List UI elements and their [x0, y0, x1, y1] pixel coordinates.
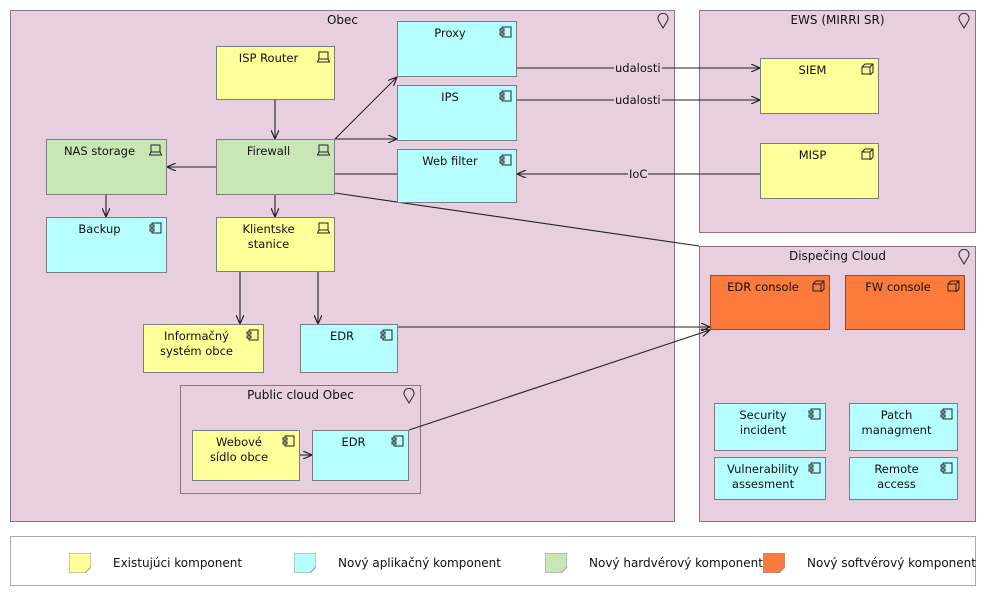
node-web-filter[interactable]: Web filter — [397, 149, 517, 203]
node-label: Klientske stanice — [242, 222, 295, 251]
edge-label-proxy-siem: udalosti — [614, 61, 662, 75]
node-isp-router[interactable]: ISP Router — [216, 46, 335, 100]
node-webove-sidlo[interactable]: Webové sídlo obce — [192, 430, 300, 481]
node-vulnerability-assesment[interactable]: Vulnerability assesment — [714, 457, 826, 500]
node-label: ISP Router — [238, 51, 299, 65]
node-label: Proxy — [434, 26, 466, 40]
node-edr-cloud[interactable]: EDR — [312, 430, 409, 481]
edge-firewall-dispecing — [334, 192, 700, 247]
edge-edrcloud-edrconsole — [408, 330, 710, 431]
node-label: Firewall — [246, 144, 291, 158]
legend-label: Nový aplikačný komponent — [338, 556, 501, 570]
edge-firewall-proxy — [334, 77, 397, 140]
legend-swatch-orange — [763, 553, 785, 573]
node-label: Patch managment — [861, 408, 932, 437]
node-label: EDR — [329, 329, 355, 343]
node-label: Security incident — [739, 408, 787, 437]
node-label: EDR — [341, 435, 366, 449]
component-icon — [940, 408, 953, 420]
node-label: Informačný systém obce — [160, 329, 233, 358]
node-label: FW console — [865, 280, 931, 294]
node-security-incident[interactable]: Security incident — [714, 403, 826, 451]
node-label: Remote access — [874, 462, 919, 491]
node-icon — [812, 280, 825, 292]
node-fw-console[interactable]: FW console — [845, 275, 965, 330]
node-proxy[interactable]: Proxy — [397, 21, 517, 77]
node-label: IPS — [441, 90, 459, 104]
component-icon — [499, 90, 512, 102]
location-pin-icon — [958, 13, 970, 29]
component-icon — [808, 408, 821, 420]
group-dispecing-title: Dispečing Cloud — [788, 249, 887, 263]
node-misp[interactable]: MISP — [760, 143, 879, 199]
device-icon — [317, 51, 330, 63]
component-icon — [940, 462, 953, 474]
legend-label: Existujúci komponent — [113, 556, 243, 570]
component-icon — [149, 222, 162, 234]
component-icon — [246, 329, 259, 341]
node-patch-managment[interactable]: Patch managment — [849, 403, 958, 451]
node-informacny-system[interactable]: Informačný systém obce — [143, 324, 264, 373]
location-pin-icon — [657, 13, 669, 29]
node-klientske-stanice[interactable]: Klientske stanice — [216, 217, 335, 272]
legend-swatch-yellow — [69, 553, 91, 573]
node-firewall[interactable]: Firewall — [216, 139, 335, 195]
node-label: Web filter — [422, 154, 478, 168]
device-icon — [149, 144, 162, 156]
node-label: MISP — [798, 148, 827, 162]
node-label: EDR console — [727, 280, 799, 294]
node-label: Vulnerability assesment — [727, 462, 799, 491]
device-icon — [317, 222, 330, 234]
legend-label: Nový hardvérový komponent — [589, 556, 763, 570]
node-remote-access[interactable]: Remote access — [849, 457, 958, 500]
node-icon — [947, 280, 960, 292]
edge-label-misp-webfilter: IoC — [628, 167, 649, 181]
node-siem[interactable]: SIEM — [760, 58, 879, 114]
component-icon — [499, 26, 512, 38]
legend: Existujúci komponent Nový aplikačný komp… — [10, 536, 976, 586]
location-pin-icon — [403, 388, 415, 404]
node-nas-storage[interactable]: NAS storage — [46, 139, 167, 195]
node-edr-obec[interactable]: EDR — [300, 324, 398, 373]
node-label: NAS storage — [63, 144, 136, 158]
component-icon — [391, 435, 404, 447]
node-label: SIEM — [798, 63, 827, 77]
node-icon — [861, 63, 874, 75]
edge-label-ips-siem: udalosti — [614, 93, 662, 107]
node-backup[interactable]: Backup — [46, 217, 167, 273]
legend-label: Nový softvérový komponent — [807, 556, 976, 570]
component-icon — [282, 435, 295, 447]
node-icon — [861, 148, 874, 160]
location-pin-icon — [958, 249, 970, 265]
legend-swatch-green — [545, 553, 567, 573]
group-ews-title: EWS (MIRRI SR) — [790, 13, 885, 27]
component-icon — [499, 154, 512, 166]
node-edr-console[interactable]: EDR console — [710, 275, 830, 330]
device-icon — [317, 144, 330, 156]
node-ips[interactable]: IPS — [397, 85, 517, 141]
group-obec-title: Obec — [326, 13, 359, 27]
node-label: Webové sídlo obce — [209, 435, 269, 464]
component-icon — [808, 462, 821, 474]
node-label: Backup — [78, 222, 121, 236]
legend-swatch-cyan — [294, 553, 316, 573]
component-icon — [380, 329, 393, 341]
group-public-cloud-title: Public cloud Obec — [247, 388, 354, 402]
